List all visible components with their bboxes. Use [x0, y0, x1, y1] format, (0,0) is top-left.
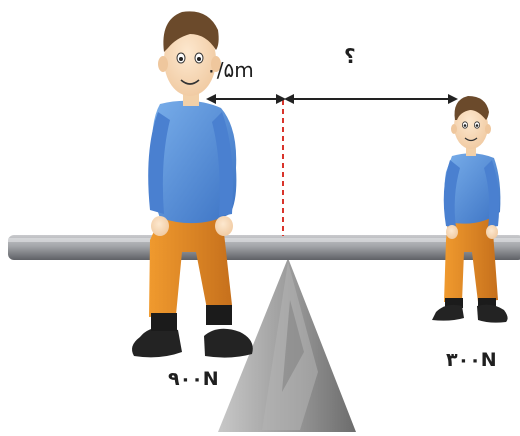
fulcrum — [218, 258, 356, 432]
left-distance-arrow — [206, 94, 286, 104]
right-boy — [432, 96, 508, 323]
right-distance-arrow — [284, 94, 458, 104]
left-weight-label: ۹۰۰N — [168, 368, 219, 390]
seesaw-beam — [8, 235, 520, 260]
left-distance-label: ۰/۵m — [206, 58, 254, 82]
right-distance-label: ؟ — [344, 44, 356, 68]
left-boy — [132, 11, 253, 358]
right-weight-label: ۳۰۰N — [446, 349, 497, 371]
